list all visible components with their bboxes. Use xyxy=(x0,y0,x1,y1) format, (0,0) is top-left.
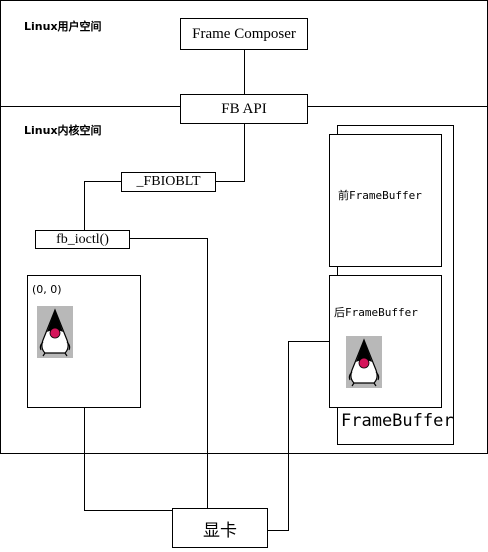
frame-composer-label: Frame Composer xyxy=(192,25,296,42)
fbioblt-label: _FBIOBLT xyxy=(136,174,201,189)
duke-mascot-icon xyxy=(346,336,382,388)
ioctl-to-gpu-line xyxy=(130,238,268,541)
fb-ioctl-label: fb_ioctl() xyxy=(56,231,109,247)
fbioblt-box: _FBIOBLT xyxy=(121,172,216,192)
back-buffer-to-gpu-line xyxy=(268,341,329,531)
origin-label: (0, 0) xyxy=(32,283,62,296)
fb-api-label: FB API xyxy=(221,100,267,117)
buffer-to-gpu-line xyxy=(84,408,172,511)
gpu-box: 显卡 xyxy=(172,508,268,548)
kernel-space-label: Linux内核空间 xyxy=(24,124,102,137)
back-framebuffer-box: 后FrameBuffer xyxy=(329,275,442,408)
screen-buffer-box: (0, 0) xyxy=(27,275,141,408)
front-framebuffer-label: 前FrameBuffer xyxy=(338,189,422,202)
front-framebuffer-box: 前FrameBuffer xyxy=(329,134,442,267)
fb-ioctl-box: fb_ioctl() xyxy=(35,230,130,249)
duke-mascot-icon xyxy=(37,306,73,358)
back-framebuffer-label: 后FrameBuffer xyxy=(334,306,418,319)
gpu-label: 显卡 xyxy=(203,520,237,541)
fbioblt-to-ioctl-line xyxy=(84,181,121,230)
frame-composer-box: Frame Composer xyxy=(180,18,308,50)
user-space-label: Linux用户空间 xyxy=(24,20,102,33)
fb-api-box: FB API xyxy=(180,94,308,124)
framebuffer-label: FrameBuffer xyxy=(341,411,454,431)
api-to-fbioblt-line xyxy=(216,124,245,182)
